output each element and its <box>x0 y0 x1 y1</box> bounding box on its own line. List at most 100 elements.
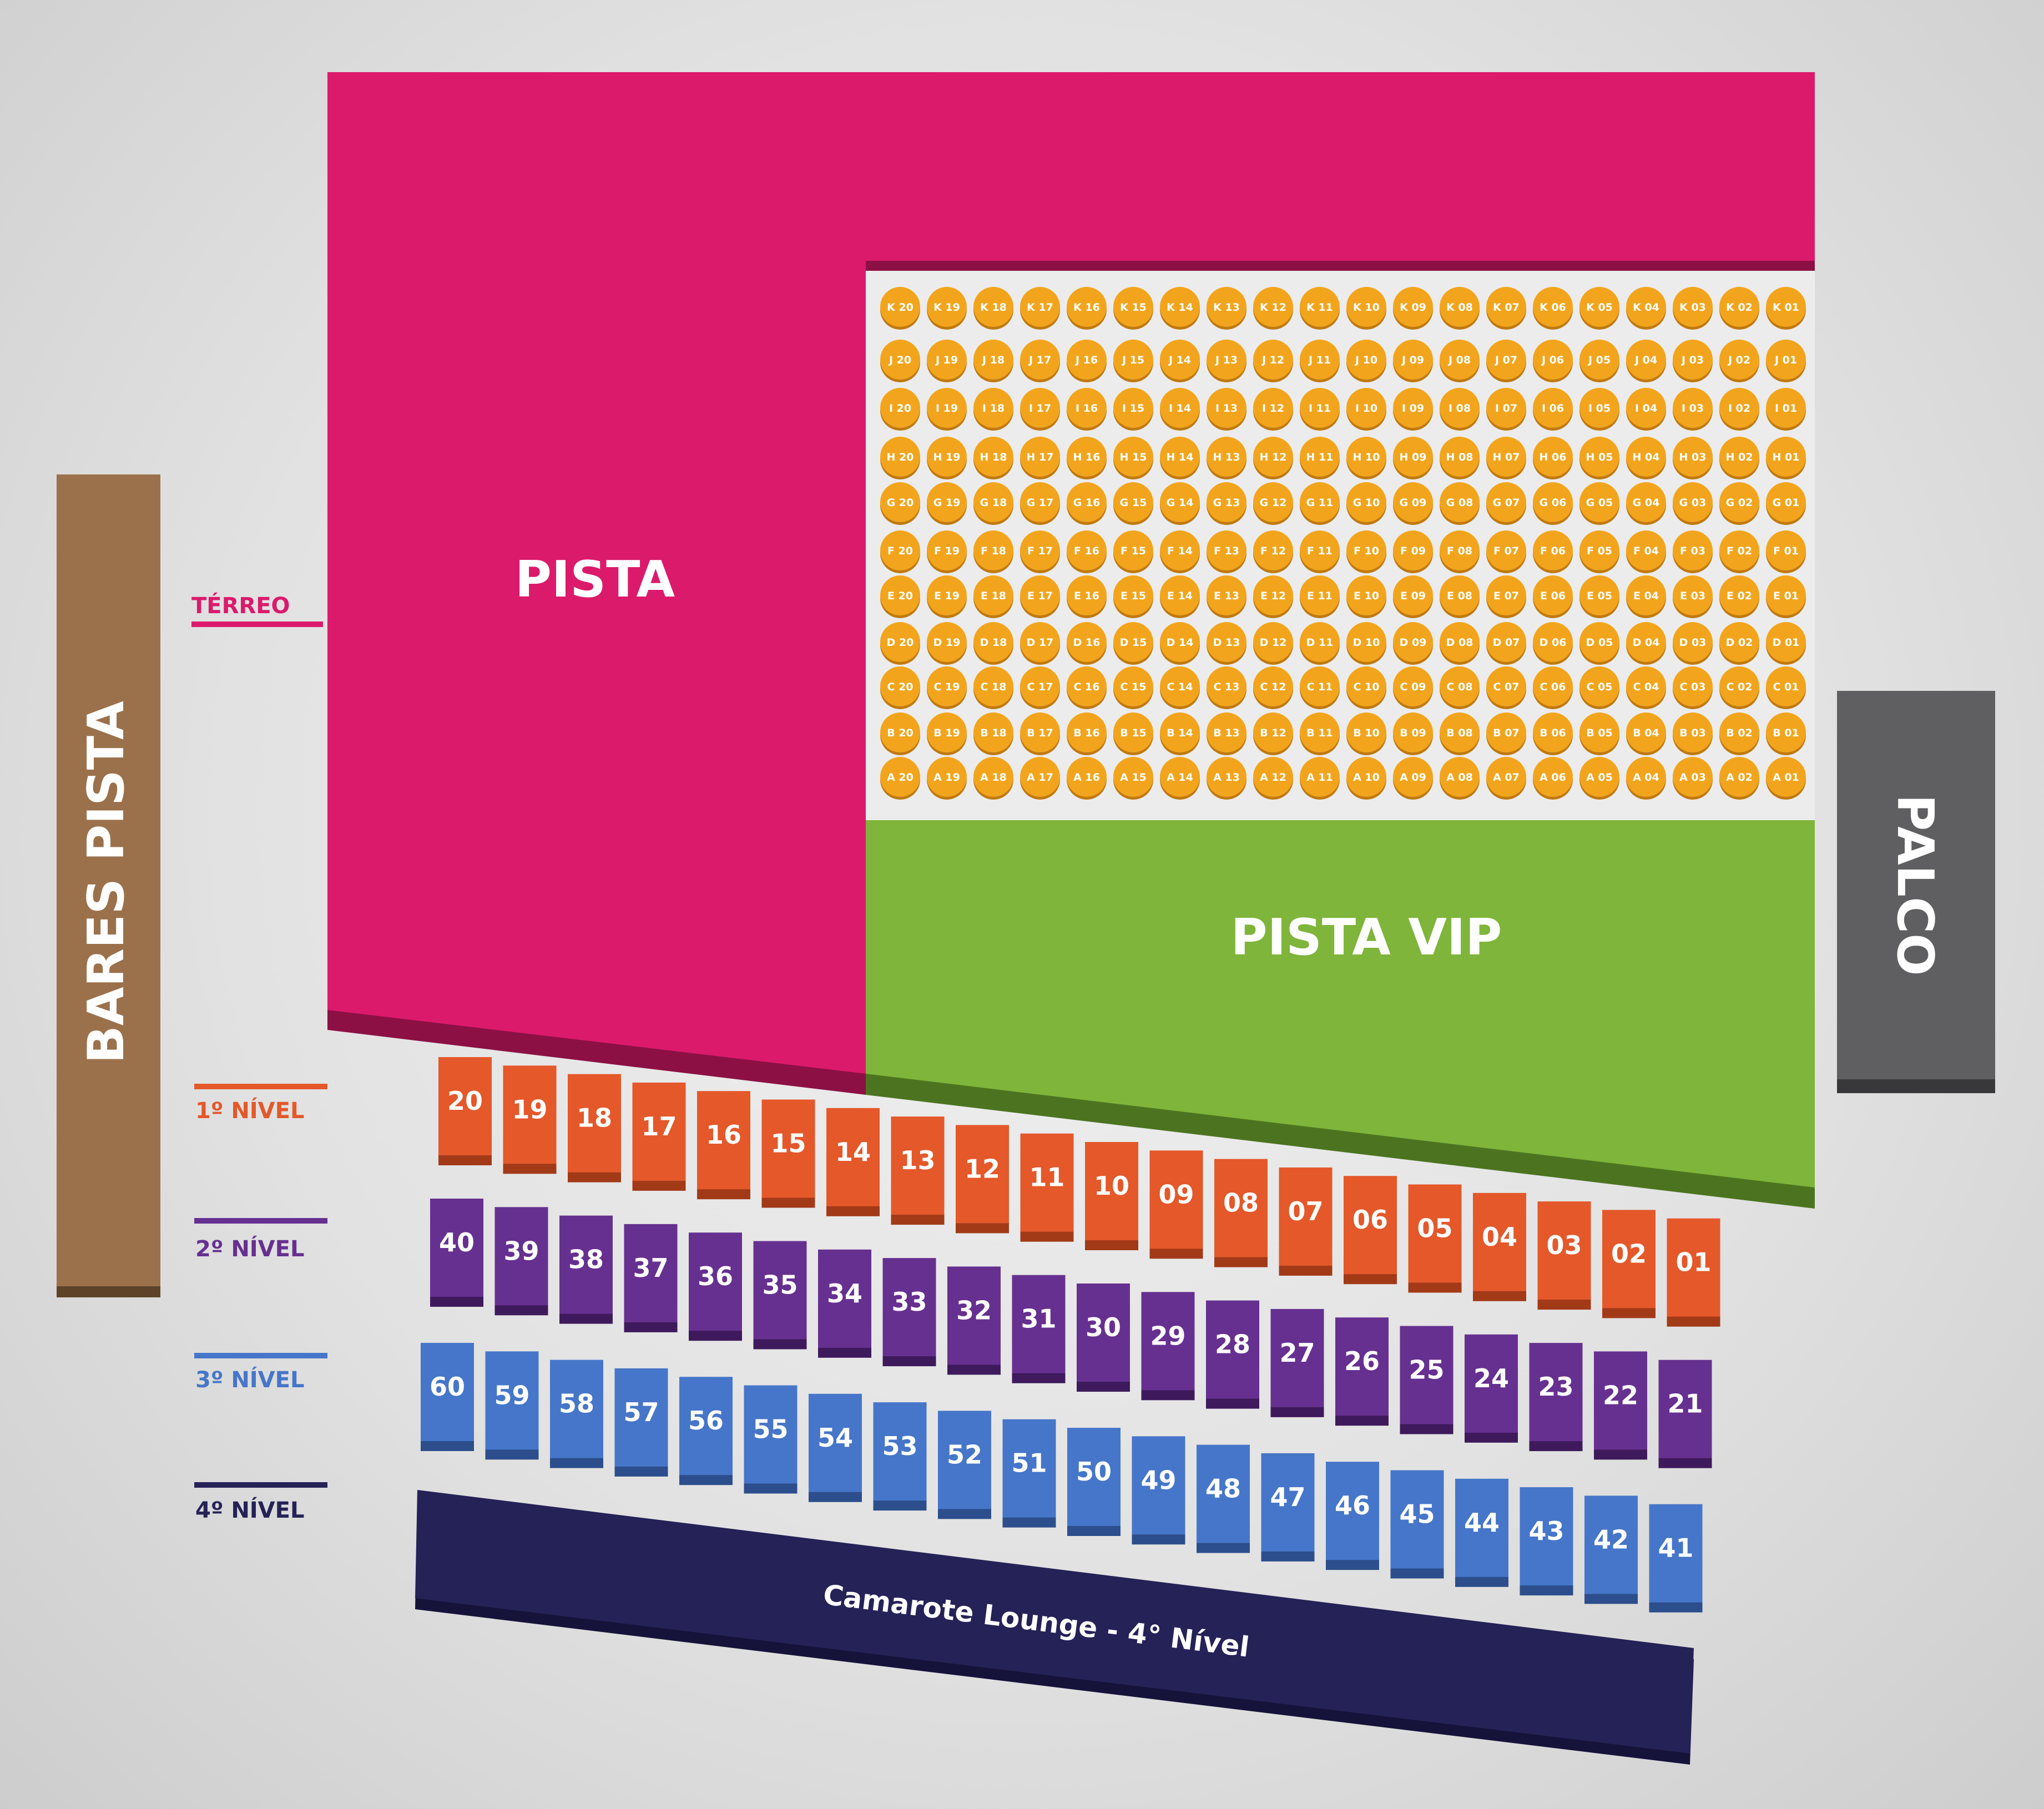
seat-K18[interactable]: K 18 <box>973 287 1013 330</box>
seat-J10[interactable]: J 10 <box>1346 340 1386 382</box>
seat-D12[interactable]: D 12 <box>1253 622 1293 665</box>
box-19[interactable]: 19 <box>503 1065 557 1174</box>
box-48[interactable]: 48 <box>1197 1444 1250 1553</box>
seat-F16[interactable]: F 16 <box>1067 530 1107 573</box>
seat-C08[interactable]: C 08 <box>1440 666 1480 709</box>
box-37[interactable]: 37 <box>624 1224 678 1332</box>
box-04[interactable]: 04 <box>1473 1192 1526 1301</box>
seat-D09[interactable]: D 09 <box>1393 622 1433 665</box>
seat-D18[interactable]: D 18 <box>973 622 1013 665</box>
seat-G15[interactable]: G 15 <box>1113 482 1153 525</box>
seat-A09[interactable]: A 09 <box>1393 757 1433 800</box>
seat-K09[interactable]: K 09 <box>1393 287 1433 330</box>
seat-I15[interactable]: I 15 <box>1113 388 1153 431</box>
box-46[interactable]: 46 <box>1326 1462 1379 1570</box>
box-24[interactable]: 24 <box>1465 1334 1518 1443</box>
seat-I18[interactable]: I 18 <box>973 388 1013 431</box>
seat-H18[interactable]: H 18 <box>973 437 1013 479</box>
seat-G16[interactable]: G 16 <box>1067 482 1107 525</box>
seat-K04[interactable]: K 04 <box>1626 287 1666 330</box>
seat-C09[interactable]: C 09 <box>1393 666 1433 709</box>
seat-E18[interactable]: E 18 <box>973 575 1013 618</box>
seat-E13[interactable]: E 13 <box>1207 575 1246 618</box>
seat-C19[interactable]: C 19 <box>927 666 967 709</box>
box-15[interactable]: 15 <box>761 1099 815 1208</box>
seat-J09[interactable]: J 09 <box>1393 340 1433 382</box>
seat-G14[interactable]: G 14 <box>1160 482 1200 525</box>
seat-H08[interactable]: H 08 <box>1440 437 1480 479</box>
seat-H14[interactable]: H 14 <box>1160 437 1200 479</box>
seat-G19[interactable]: G 19 <box>927 482 967 525</box>
seat-J20[interactable]: J 20 <box>880 340 920 382</box>
box-32[interactable]: 32 <box>947 1266 1001 1375</box>
seat-A20[interactable]: A 20 <box>880 757 920 800</box>
box-44[interactable]: 44 <box>1455 1478 1508 1587</box>
seat-B13[interactable]: B 13 <box>1207 713 1246 755</box>
seat-H02[interactable]: H 02 <box>1719 437 1759 479</box>
seat-E04[interactable]: E 04 <box>1626 575 1666 618</box>
seat-E15[interactable]: E 15 <box>1113 575 1153 618</box>
box-54[interactable]: 54 <box>809 1393 862 1502</box>
seat-B20[interactable]: B 20 <box>880 713 920 755</box>
seat-E12[interactable]: E 12 <box>1253 575 1293 618</box>
seat-K10[interactable]: K 10 <box>1346 287 1386 330</box>
box-31[interactable]: 31 <box>1012 1275 1066 1383</box>
seat-H20[interactable]: H 20 <box>880 437 920 479</box>
seat-C16[interactable]: C 16 <box>1067 666 1107 709</box>
box-50[interactable]: 50 <box>1067 1428 1121 1536</box>
seat-B15[interactable]: B 15 <box>1113 713 1153 755</box>
box-13[interactable]: 13 <box>891 1116 945 1225</box>
seat-G17[interactable]: G 17 <box>1020 482 1060 525</box>
box-53[interactable]: 53 <box>873 1402 927 1511</box>
seat-F02[interactable]: F 02 <box>1719 530 1759 573</box>
seat-A02[interactable]: A 02 <box>1719 757 1759 800</box>
seat-C20[interactable]: C 20 <box>880 666 920 709</box>
seat-K14[interactable]: K 14 <box>1160 287 1200 330</box>
seat-B07[interactable]: B 07 <box>1486 713 1526 755</box>
seat-D07[interactable]: D 07 <box>1486 622 1526 665</box>
seat-I05[interactable]: I 05 <box>1579 388 1619 431</box>
seat-C13[interactable]: C 13 <box>1207 666 1246 709</box>
box-07[interactable]: 07 <box>1279 1167 1333 1276</box>
seat-J05[interactable]: J 05 <box>1579 340 1619 382</box>
seat-I09[interactable]: I 09 <box>1393 388 1433 431</box>
seat-H16[interactable]: H 16 <box>1067 437 1107 479</box>
seat-A17[interactable]: A 17 <box>1020 757 1060 800</box>
seat-J13[interactable]: J 13 <box>1207 340 1246 382</box>
seat-H01[interactable]: H 01 <box>1766 437 1806 479</box>
seat-F13[interactable]: F 13 <box>1207 530 1246 573</box>
camarote-lounge[interactable]: Camarote Lounge - 4° Nível <box>415 1490 1694 1765</box>
box-21[interactable]: 21 <box>1658 1360 1712 1468</box>
box-10[interactable]: 10 <box>1085 1142 1138 1250</box>
seat-G20[interactable]: G 20 <box>880 482 920 525</box>
seat-C14[interactable]: C 14 <box>1160 666 1200 709</box>
box-39[interactable]: 39 <box>494 1207 548 1316</box>
seat-A11[interactable]: A 11 <box>1300 757 1340 800</box>
seat-I20[interactable]: I 20 <box>880 388 920 431</box>
box-22[interactable]: 22 <box>1594 1351 1647 1460</box>
seat-D15[interactable]: D 15 <box>1113 622 1153 665</box>
seat-F11[interactable]: F 11 <box>1300 530 1340 573</box>
seat-D06[interactable]: D 06 <box>1533 622 1573 665</box>
seat-F08[interactable]: F 08 <box>1440 530 1480 573</box>
seat-F10[interactable]: F 10 <box>1346 530 1386 573</box>
box-18[interactable]: 18 <box>568 1074 621 1183</box>
seat-E16[interactable]: E 16 <box>1067 575 1107 618</box>
seat-A08[interactable]: A 08 <box>1440 757 1480 800</box>
seat-J12[interactable]: J 12 <box>1253 340 1293 382</box>
seat-C17[interactable]: C 17 <box>1020 666 1060 709</box>
seat-G03[interactable]: G 03 <box>1673 482 1713 525</box>
box-06[interactable]: 06 <box>1344 1176 1397 1285</box>
box-05[interactable]: 05 <box>1408 1184 1462 1293</box>
seat-A18[interactable]: A 18 <box>973 757 1013 800</box>
seat-F17[interactable]: F 17 <box>1020 530 1060 573</box>
seat-C04[interactable]: C 04 <box>1626 666 1666 709</box>
bares-pista-area[interactable]: BARES PISTA <box>57 474 160 1297</box>
seat-D04[interactable]: D 04 <box>1626 622 1666 665</box>
seat-I01[interactable]: I 01 <box>1766 388 1806 431</box>
seat-B11[interactable]: B 11 <box>1300 713 1340 755</box>
seat-A15[interactable]: A 15 <box>1113 757 1153 800</box>
seat-A07[interactable]: A 07 <box>1486 757 1526 800</box>
seat-C03[interactable]: C 03 <box>1673 666 1713 709</box>
seat-H07[interactable]: H 07 <box>1486 437 1526 479</box>
